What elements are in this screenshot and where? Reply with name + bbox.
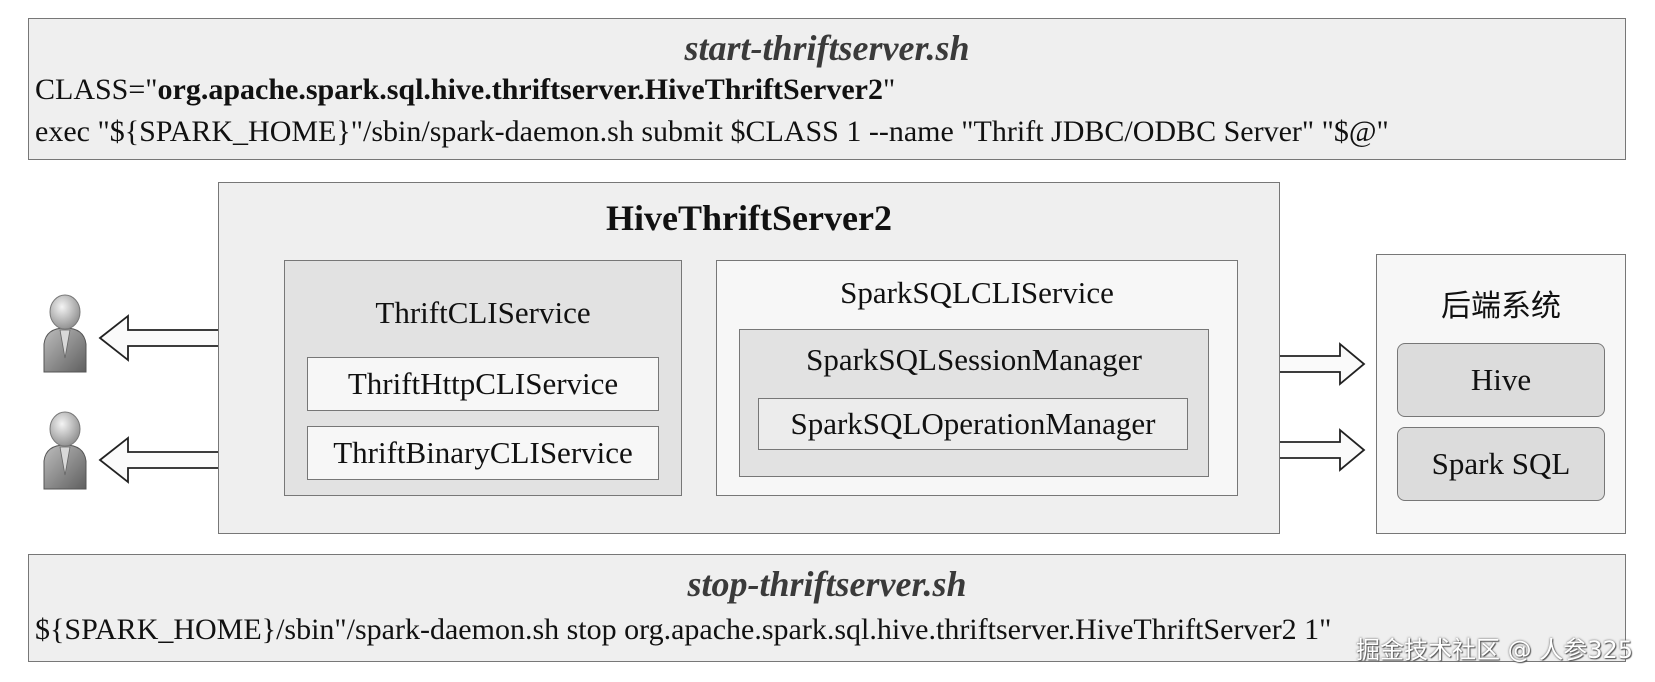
user-icon xyxy=(43,294,87,373)
class-name: org.apache.spark.sql.hive.thriftserver.H… xyxy=(157,73,883,106)
thrift-cli-service: ThriftCLIService ThriftHttpCLIService Th… xyxy=(284,260,682,496)
backend-spark-sql: Spark SQL xyxy=(1397,427,1605,501)
thrift-http-cli-service: ThriftHttpCLIService xyxy=(307,357,659,411)
stop-script-panel: stop-thriftserver.sh ${SPARK_HOME}/sbin"… xyxy=(28,554,1626,662)
user-icon xyxy=(43,411,87,490)
class-prefix: CLASS=" xyxy=(35,73,158,106)
exec-line: exec "${SPARK_HOME}"/sbin/spark-daemon.s… xyxy=(35,115,1389,148)
class-suffix: " xyxy=(883,73,896,106)
thrift-cli-service-title: ThriftCLIService xyxy=(375,295,591,330)
backend-system-title: 后端系统 xyxy=(1441,289,1561,324)
spark-sql-cli-service: SparkSQLCLIService SparkSQLSessionManage… xyxy=(716,260,1238,496)
spark-sql-cli-service-title: SparkSQLCLIService xyxy=(840,275,1114,310)
spark-sql-operation-manager: SparkSQLOperationManager xyxy=(758,398,1188,450)
thrift-binary-cli-service: ThriftBinaryCLIService xyxy=(307,426,659,480)
stop-line: ${SPARK_HOME}/sbin"/spark-daemon.sh stop… xyxy=(35,613,1332,646)
backend-system-panel: 后端系统 Hive Spark SQL xyxy=(1376,254,1626,534)
hive-thrift-server2-title: HiveThriftServer2 xyxy=(606,198,892,238)
spark-sql-session-manager-title: SparkSQLSessionManager xyxy=(806,342,1142,377)
spark-sql-session-manager: SparkSQLSessionManager SparkSQLOperation… xyxy=(739,329,1209,477)
class-line: CLASS="org.apache.spark.sql.hive.thrifts… xyxy=(35,73,895,107)
stop-script-title: stop-thriftserver.sh xyxy=(687,564,967,604)
watermark: 掘金技术社区 @ 人参325 xyxy=(1356,636,1634,664)
start-script-title: start-thriftserver.sh xyxy=(684,28,970,68)
start-script-panel: start-thriftserver.sh CLASS="org.apache.… xyxy=(28,18,1626,160)
backend-hive: Hive xyxy=(1397,343,1605,417)
